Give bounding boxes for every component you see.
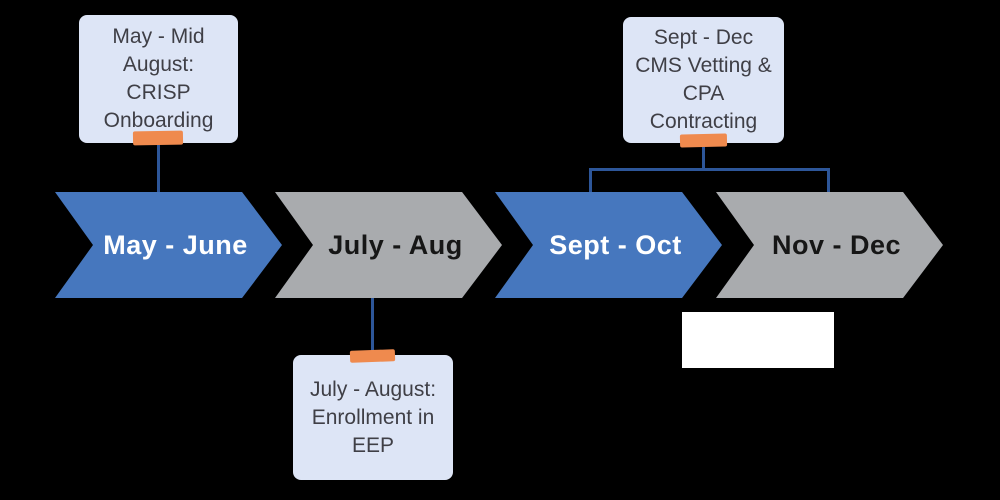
chevron-sept-oct: Sept - Oct: [495, 192, 722, 298]
chevron-label: Nov - Dec: [771, 229, 902, 260]
connector-cms-stem: [702, 146, 705, 170]
callout-line: CMS Vetting &: [635, 54, 772, 77]
callout-eep-enrollment: July - August: Enrollment in EEP: [293, 355, 453, 480]
chevron-may-june: May - June: [55, 192, 282, 298]
callout-line: CRISP: [126, 81, 191, 104]
connector-july-aug-to-eep: [371, 296, 374, 352]
chevron-july-aug: July - Aug: [275, 192, 502, 298]
chevron-label: Sept - Oct: [549, 229, 682, 260]
callout-line: Contracting: [649, 110, 758, 133]
connector-cms-drop-sept-oct: [589, 170, 592, 194]
callout-line: August:: [122, 53, 195, 76]
callout-cms-vetting-cpa-contracting: Sept - Dec CMS Vetting & CPA Contracting: [623, 17, 784, 143]
tape-tab-icon: [349, 349, 396, 363]
tape-tab-icon: [679, 133, 728, 148]
callout-line: July - August:: [309, 377, 437, 401]
blank-white-rectangle: [682, 312, 834, 368]
connector-cms-bracket-bar: [589, 168, 830, 171]
connector-cms-drop-nov-dec: [827, 170, 830, 195]
callout-line: CPA: [682, 82, 725, 105]
connector-crisp-to-may-june: [157, 144, 160, 194]
callout-line: Onboarding: [103, 109, 214, 132]
chevron-nov-dec: Nov - Dec: [716, 192, 943, 298]
callout-line: May - Mid: [112, 25, 205, 48]
chevron-label: May - June: [103, 229, 248, 260]
callout-line: Enrollment in: [311, 405, 435, 429]
chevron-label: July - Aug: [328, 229, 463, 260]
callout-line: Sept - Dec: [653, 26, 754, 49]
callout-line: EEP: [351, 433, 395, 457]
callout-crisp-onboarding: May - Mid August: CRISP Onboarding: [79, 15, 238, 143]
tape-tab-icon: [132, 130, 184, 146]
